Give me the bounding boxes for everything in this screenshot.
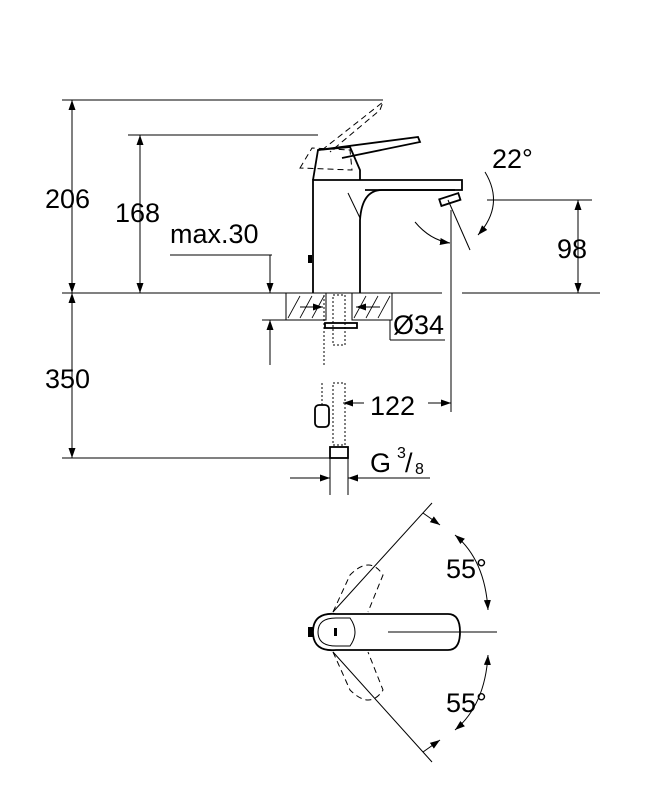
faucet-body	[299, 100, 463, 293]
dim-spout-height: 98	[557, 234, 587, 264]
top-angle-right: 55°	[446, 688, 487, 718]
dim-below-counter: 350	[45, 364, 90, 394]
dim-spout-angle: 22°	[492, 144, 533, 174]
dim-hole-diameter: Ø34	[393, 310, 444, 340]
thread-slash: /	[405, 448, 413, 478]
dim-spout-reach: 122	[370, 391, 415, 421]
dim-handle-height: 168	[115, 198, 160, 228]
top-angle-left: 55°	[446, 554, 487, 584]
extension-lines	[62, 99, 600, 459]
supply-hoses	[314, 294, 358, 459]
countertop-section	[285, 292, 393, 321]
thread-denominator: 8	[415, 461, 424, 478]
thread-numerator: 3	[397, 445, 406, 462]
dim-max-thickness: max.30	[170, 219, 259, 249]
dim-total-height: 206	[45, 184, 90, 214]
dimension-lines	[68, 100, 582, 495]
thread-size-label: G 3 / 8	[370, 445, 424, 478]
top-view: 55° 55°	[308, 502, 497, 763]
thread-g: G	[370, 448, 391, 478]
